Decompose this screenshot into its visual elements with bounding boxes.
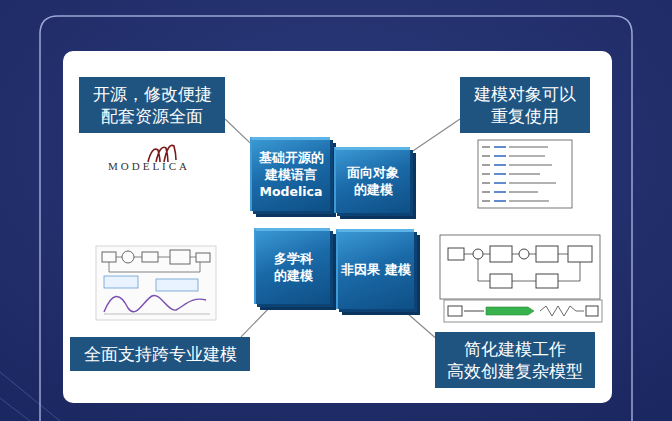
leader-line [225,119,253,146]
decor-line [0,372,60,421]
block-text: 非因果 建模 [341,262,410,279]
feature-callout: 开源，修改便捷 配套资源全面 [79,77,225,133]
white-panel [63,51,612,403]
feature-callout: 全面支持跨专业建模 [70,337,250,371]
concept-block: 面向对象 的建模 [334,147,410,213]
concept-block: 基础开源的 建模语言 Modelica [250,137,330,211]
feature-callout: 建模对象可以 重复使用 [460,77,590,133]
leader-line [402,309,435,338]
leader-line [241,304,273,337]
callout-text: 建模对象可以 重复使用 [469,83,581,127]
block-text: 基础开源的 建模语言 Modelica [255,150,327,201]
library-list-picture [478,140,572,208]
callout-text: 开源，修改便捷 配套资源全面 [88,83,216,127]
block-text: 多学科 的建模 [259,251,327,285]
block-diagram-picture [440,235,602,322]
logo-text: MODELICA [108,160,190,172]
callout-text: 简化建模工作 高效创建复杂模型 [444,338,586,382]
leader-line [407,119,460,155]
concept-block: 多学科 的建模 [254,228,330,304]
schematic-picture [96,246,216,320]
block-text: 面向对象 的建模 [339,165,407,199]
outer-frame [40,16,632,421]
modelica-logo [148,145,176,162]
feature-callout: 简化建模工作 高效创建复杂模型 [435,332,595,388]
callout-text: 全面支持跨专业建模 [79,343,241,365]
concept-block: 非因果 建模 [336,229,414,309]
